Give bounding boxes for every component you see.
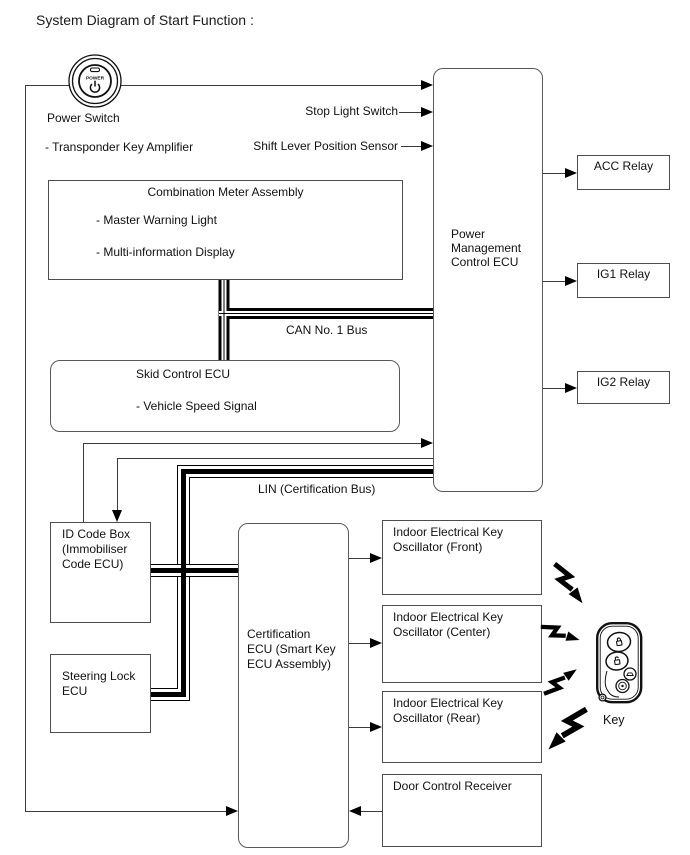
power-management-ecu-label: Power Management Control ECU: [451, 227, 522, 269]
arrowhead-stop-light: [421, 107, 433, 117]
key-lock-button: [606, 631, 632, 653]
power-button-text: POWER: [86, 76, 105, 82]
arrowhead-door-to-cert: [349, 806, 361, 816]
id-code-box-label: ID Code Box (Immobiliser Code ECU): [62, 527, 131, 571]
arrowhead-power-to-ecu: [421, 80, 433, 90]
oscillator-center-label: Indoor Electrical Key Oscillator (Center…: [393, 610, 504, 639]
oscillator-rear-box: Indoor Electrical Key Oscillator (Rear): [382, 691, 542, 763]
combination-meter-item: - Master Warning Light: [96, 213, 217, 227]
combination-meter-item: - Multi-information Display: [96, 245, 235, 259]
wire-door-to-cert: [361, 811, 382, 812]
can-bus-label: CAN No. 1 Bus: [286, 323, 368, 337]
key-unlock-button: [605, 651, 629, 671]
page-title: System Diagram of Start Function :: [36, 12, 254, 28]
acc-relay-label: ACC Relay: [593, 159, 654, 173]
ig1-relay-label: IG1 Relay: [596, 267, 651, 281]
rf-signal-up-right-icon: [543, 669, 577, 696]
wire-cert-to-osc-front: [349, 558, 371, 559]
oscillator-rear-label: Indoor Electrical Key Oscillator (Rear): [393, 696, 504, 725]
steering-lock-ecu-box: Steering Lock ECU: [50, 654, 151, 733]
wire-cert-to-osc-rear: [349, 727, 371, 728]
steering-lock-ecu-label: Steering Lock ECU: [62, 669, 136, 698]
power-management-ecu-box: Power Management Control ECU: [433, 68, 543, 492]
certification-ecu-box: Certification ECU (Smart Key ECU Assembl…: [238, 523, 349, 848]
arrowhead-osc-rear: [370, 722, 382, 732]
oscillator-front-label: Indoor Electrical Key Oscillator (Front): [393, 525, 504, 554]
stop-light-switch-label: Stop Light Switch: [305, 104, 398, 118]
skid-control-ecu-box: Skid Control ECU - Vehicle Speed Signal: [50, 360, 400, 432]
ig1-relay-box: IG1 Relay: [577, 263, 670, 298]
arrowhead-idbox-to-ecu: [421, 438, 433, 448]
wire-rail-to-cert-ecu: [25, 811, 227, 812]
skid-control-ecu-item: - Vehicle Speed Signal: [136, 399, 257, 413]
power-symbol-icon: [89, 80, 101, 93]
oscillator-center-box: Indoor Electrical Key Oscillator (Center…: [382, 605, 542, 683]
wire-idbox-to-ecu-h: [83, 443, 422, 444]
arrowhead-osc-front: [370, 553, 382, 563]
oscillator-front-box: Indoor Electrical Key Oscillator (Front): [382, 520, 542, 595]
certification-ecu-label: Certification ECU (Smart Key ECU Assembl…: [247, 627, 336, 671]
transponder-amplifier-label: - Transponder Key Amplifier: [45, 140, 194, 154]
can-bus-wire: [218, 280, 433, 360]
key-panic-button: [615, 678, 630, 694]
arrowhead-ig1-relay: [565, 276, 577, 286]
door-control-receiver-label: Door Control Receiver: [393, 779, 512, 793]
combination-meter-box: Combination Meter Assembly - Master Warn…: [48, 180, 403, 280]
combination-meter-title: Combination Meter Assembly: [147, 185, 304, 199]
wire-cert-to-osc-center: [349, 643, 371, 644]
rf-signal-right-icon: [540, 624, 580, 641]
lin-bus-label: LIN (Certification Bus): [258, 482, 376, 496]
id-code-box: ID Code Box (Immobiliser Code ECU): [50, 522, 151, 623]
key-trunk-button: [623, 667, 637, 681]
arrowhead-ecu-to-idbox: [112, 510, 122, 522]
wire-left-rail: [25, 85, 26, 812]
arrowhead-shift-lever: [421, 141, 433, 151]
smart-key-icon: [596, 622, 643, 704]
wire-power-switch-to-ecu: [120, 85, 422, 86]
wire-acc-relay: [543, 173, 566, 174]
wire-rail-to-power-switch: [25, 85, 70, 86]
key-label: Key: [603, 713, 625, 727]
arrowhead-rail-to-cert: [226, 806, 238, 816]
shift-lever-sensor-label: Shift Lever Position Sensor: [253, 139, 398, 153]
arrowhead-ig2-relay: [565, 383, 577, 393]
wire-idbox-to-ecu-v: [83, 443, 84, 522]
arrowhead-osc-center: [370, 638, 382, 648]
rf-signal-down-right-icon: [553, 561, 583, 604]
door-control-receiver-box: Door Control Receiver: [382, 774, 542, 847]
arrowhead-acc-relay: [565, 168, 577, 178]
wire-ecu-to-idbox-h: [117, 458, 433, 459]
wire-ig1-relay: [543, 281, 566, 282]
key-blade-seam: [604, 670, 620, 698]
acc-relay-box: ACC Relay: [577, 155, 670, 190]
ig2-relay-label: IG2 Relay: [596, 375, 651, 389]
wire-ig2-relay: [543, 388, 566, 389]
wire-shift-lever: [401, 146, 422, 147]
key-ring-hole: [598, 693, 607, 702]
ig2-relay-box: IG2 Relay: [577, 371, 670, 404]
wire-stop-light: [399, 112, 422, 113]
rf-signal-down-left-icon: [548, 707, 588, 750]
skid-control-ecu-title: Skid Control ECU: [136, 367, 231, 381]
power-switch-label: Power Switch: [47, 111, 120, 125]
wire-ecu-to-idbox-v: [117, 458, 118, 511]
power-switch-icon: POWER: [68, 54, 122, 108]
